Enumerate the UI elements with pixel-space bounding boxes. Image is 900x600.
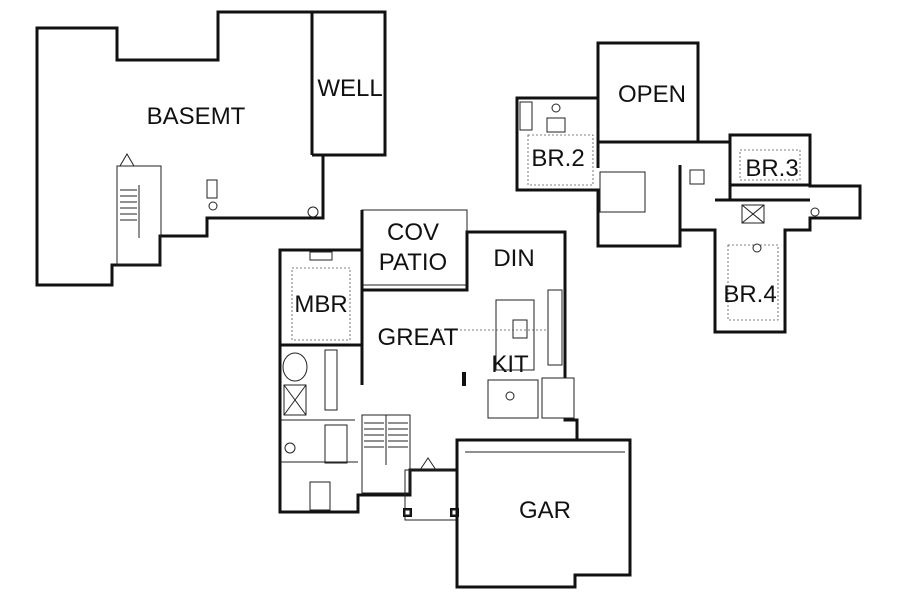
room-label-kit: KIT — [491, 351, 529, 378]
kitchen-counter — [547, 289, 563, 366]
mbr-headboard — [309, 251, 333, 261]
column-marker — [462, 372, 466, 386]
basement-outline — [35, 10, 387, 287]
room-label-din: DIN — [493, 245, 534, 272]
room-label-cov: COV — [387, 219, 439, 246]
pantry — [487, 379, 539, 419]
room-label-basement: BASEMT — [147, 103, 246, 130]
cooktop — [512, 319, 528, 339]
mbr-rug — [291, 267, 351, 341]
master-tub — [282, 352, 308, 382]
basement-sump — [307, 206, 319, 218]
br2-rug — [527, 134, 594, 186]
room-label-patio: PATIO — [379, 249, 447, 276]
master-vanity — [324, 349, 338, 411]
room-label-br2: BR.2 — [531, 145, 584, 172]
main-stair-treads — [364, 422, 408, 448]
laundry-unit — [309, 481, 331, 511]
master-toilet — [284, 442, 296, 454]
upper-level — [515, 41, 862, 334]
upper-stair — [599, 171, 646, 213]
basement-stair — [116, 165, 162, 265]
br2-outline — [515, 96, 862, 334]
main-outline — [278, 210, 579, 514]
room-label-mbr: MBR — [294, 291, 347, 318]
closet-unit — [324, 424, 348, 464]
basement-level — [35, 10, 387, 287]
basement-stair-treads — [120, 189, 137, 221]
mudroom-bench — [541, 377, 575, 419]
room-label-br3: BR.3 — [745, 155, 798, 182]
open-outline — [596, 41, 700, 144]
room-label-gar: GAR — [519, 497, 571, 524]
room-label-well: WELL — [317, 75, 382, 102]
basement-fixture — [206, 179, 218, 199]
room-label-open: OPEN — [618, 81, 686, 108]
garage-outline — [455, 438, 632, 589]
br4-rug — [727, 244, 779, 321]
room-label-br4: BR.4 — [723, 281, 776, 308]
room-label-great: GREAT — [378, 324, 459, 351]
main-level — [278, 209, 579, 521]
front-porch — [404, 469, 458, 521]
br3-rug — [739, 149, 801, 181]
br2-tub — [519, 101, 533, 131]
